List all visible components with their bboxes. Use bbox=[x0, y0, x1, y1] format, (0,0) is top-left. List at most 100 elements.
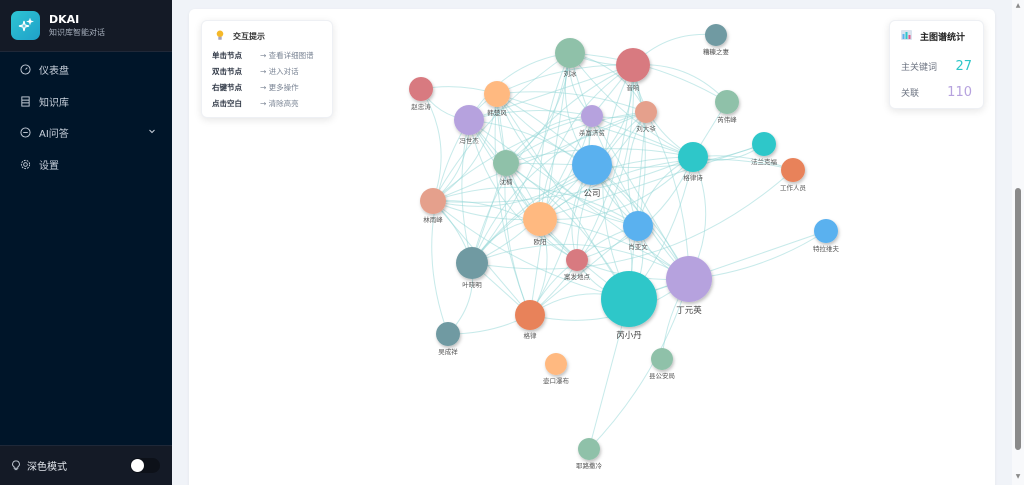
dashboard-icon bbox=[20, 64, 31, 75]
gear-icon bbox=[20, 159, 31, 170]
node-label: 丁元英 bbox=[676, 305, 702, 316]
node-circle[interactable] bbox=[752, 132, 776, 156]
node-circle[interactable] bbox=[781, 158, 805, 182]
sidebar-item-dashboard[interactable]: 仪表盘 bbox=[0, 54, 172, 86]
stat-label: 关联 bbox=[901, 88, 920, 99]
graph-node[interactable]: 冯世杰 bbox=[454, 105, 484, 145]
tips-title: 交互提示 bbox=[233, 32, 265, 41]
graph-node[interactable]: 工作人员 bbox=[780, 158, 807, 192]
graph-node[interactable]: 法兰克福 bbox=[751, 132, 778, 166]
graph-node[interactable]: 刘大爷 bbox=[635, 101, 657, 133]
graph-node[interactable]: 欧阳 bbox=[523, 202, 557, 246]
node-circle[interactable] bbox=[420, 188, 446, 214]
graph-edge bbox=[529, 225, 639, 316]
node-label: 耶路撒冷 bbox=[576, 461, 603, 470]
node-circle[interactable] bbox=[545, 353, 567, 375]
graph-node[interactable]: 林雨峰 bbox=[420, 188, 446, 224]
graph-edge bbox=[432, 115, 593, 202]
node-circle[interactable] bbox=[454, 105, 484, 135]
node-circle[interactable] bbox=[523, 202, 557, 236]
graph-node[interactable]: 音响 bbox=[616, 48, 650, 92]
node-circle[interactable] bbox=[616, 48, 650, 82]
graph-node[interactable]: 壶口瀑布 bbox=[543, 353, 570, 385]
graph-node[interactable]: 韩楚风 bbox=[484, 81, 510, 117]
graph-edge bbox=[432, 111, 647, 202]
node-circle[interactable] bbox=[623, 211, 653, 241]
dark-mode-toggle[interactable] bbox=[130, 458, 160, 473]
node-circle[interactable] bbox=[581, 105, 603, 127]
sidebar-item-knowledge-base[interactable]: 知识库 bbox=[0, 86, 172, 118]
graph-edge bbox=[471, 115, 593, 264]
sidebar-item-settings[interactable]: 设置 bbox=[0, 149, 172, 181]
graph-node[interactable]: 案发地点 bbox=[564, 249, 591, 281]
sparkle-logo-icon bbox=[11, 11, 40, 40]
graph-node[interactable]: 县公安局 bbox=[649, 348, 675, 380]
chevron-down-icon[interactable] bbox=[148, 127, 156, 138]
graph-node[interactable]: 吴成祥 bbox=[436, 322, 460, 356]
graph-edge bbox=[569, 52, 728, 103]
main-content: 刘冰音响 糟糠之妻赵忠涛 韩楚风冯世杰 杀富济贫 刘大爷 芮伟峰沈楠 公司格律诗 法兰克福工作… bbox=[172, 0, 1012, 485]
graph-node[interactable]: 叶晓明 bbox=[456, 247, 488, 289]
graph-edge bbox=[432, 164, 593, 207]
tip-key: 双击节点 bbox=[212, 67, 242, 76]
brand[interactable]: DKAI 知识库智能对话 bbox=[0, 0, 172, 52]
page-scrollbar[interactable]: ▲ ▼ bbox=[1012, 0, 1024, 485]
graph-node[interactable]: 芮小丹 bbox=[601, 271, 657, 341]
node-circle[interactable] bbox=[715, 90, 739, 114]
graph-node[interactable]: 糟糠之妻 bbox=[703, 24, 730, 56]
graph-node[interactable]: 沈楠 bbox=[493, 150, 519, 186]
toggle-knob bbox=[131, 459, 144, 472]
node-circle[interactable] bbox=[705, 24, 727, 46]
scroll-down-arrow-icon[interactable]: ▼ bbox=[1015, 473, 1021, 480]
sidebar-nav: 仪表盘 知识库 AI问答 设置 bbox=[0, 52, 172, 180]
tip-row: 右键节点 → 更多操作 bbox=[212, 80, 322, 96]
node-circle[interactable] bbox=[566, 249, 588, 271]
node-circle[interactable] bbox=[572, 145, 612, 185]
node-circle[interactable] bbox=[555, 38, 585, 68]
graph-edge bbox=[496, 93, 578, 261]
node-circle[interactable] bbox=[814, 219, 838, 243]
graph-node[interactable]: 芮伟峰 bbox=[715, 90, 739, 124]
node-label: 芮伟峰 bbox=[717, 115, 737, 124]
scroll-up-arrow-icon[interactable]: ▲ bbox=[1015, 2, 1021, 9]
graph-node[interactable]: 公司 bbox=[572, 145, 612, 199]
graph-edge bbox=[432, 200, 578, 261]
node-circle[interactable] bbox=[493, 150, 519, 176]
node-circle[interactable] bbox=[601, 271, 657, 327]
node-circle[interactable] bbox=[578, 438, 600, 460]
graph-node[interactable]: 格律诗 bbox=[678, 142, 708, 182]
node-circle[interactable] bbox=[436, 322, 460, 346]
graph-edge bbox=[539, 158, 794, 220]
graph-node[interactable]: 肖亚文 bbox=[623, 211, 653, 251]
node-label: 赵忠涛 bbox=[411, 102, 431, 111]
node-circle[interactable] bbox=[651, 348, 673, 370]
node-label: 案发地点 bbox=[564, 272, 591, 281]
chat-icon bbox=[20, 127, 31, 138]
graph-node[interactable]: 丁元英 bbox=[666, 256, 712, 316]
node-circle[interactable] bbox=[515, 300, 545, 330]
scrollbar-thumb[interactable] bbox=[1015, 188, 1021, 450]
node-label: 吴成祥 bbox=[438, 347, 458, 356]
graph-node[interactable]: 格律 bbox=[515, 300, 545, 340]
node-label: 格律诗 bbox=[683, 173, 703, 182]
sidebar: DKAI 知识库智能对话 仪表盘 知识库 AI问答 bbox=[0, 0, 172, 485]
graph-node[interactable]: 特拉维夫 bbox=[813, 219, 840, 253]
graph-edge bbox=[529, 115, 593, 316]
node-circle[interactable] bbox=[456, 247, 488, 279]
graph-node[interactable]: 刘冰 bbox=[555, 38, 585, 78]
dark-mode-row: 深色模式 bbox=[0, 445, 172, 485]
graph-node[interactable]: 赵忠涛 bbox=[409, 77, 433, 111]
node-circle[interactable] bbox=[409, 77, 433, 101]
stat-label: 主关键词 bbox=[901, 62, 938, 73]
stat-keywords: 主关键词 27 bbox=[901, 53, 972, 79]
node-circle[interactable] bbox=[678, 142, 708, 172]
node-label: 特拉维夫 bbox=[813, 244, 840, 253]
graph-node[interactable]: 耶路撒冷 bbox=[576, 438, 603, 470]
node-circle[interactable] bbox=[635, 101, 657, 123]
node-circle[interactable] bbox=[484, 81, 510, 107]
graph-node[interactable]: 杀富济贫 bbox=[579, 105, 606, 137]
node-circle[interactable] bbox=[666, 256, 712, 302]
graph-edge bbox=[496, 93, 630, 300]
sidebar-item-ai-qa[interactable]: AI问答 bbox=[0, 117, 172, 149]
